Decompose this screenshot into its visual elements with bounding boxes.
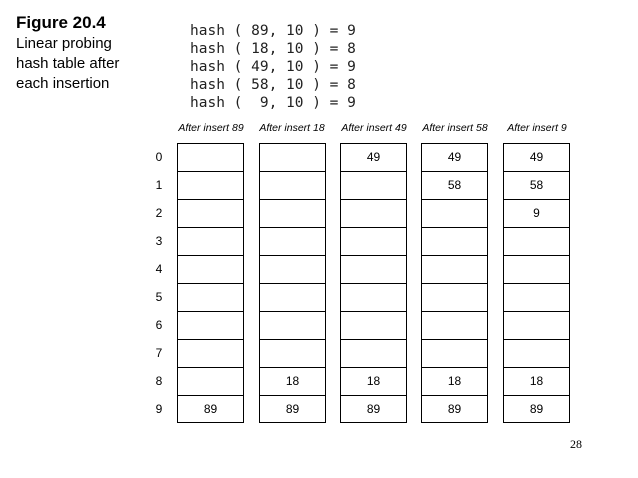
table-header: After insert 49 (341, 122, 407, 134)
table-cell (178, 256, 243, 284)
table-cell (341, 284, 406, 312)
table-cell (504, 228, 569, 256)
hash-table: 49 18 89 (340, 143, 407, 423)
row-index-label: 9 (155, 402, 163, 416)
table-cell: 89 (529, 402, 544, 416)
table-cell (260, 256, 325, 284)
table-cell (504, 256, 569, 284)
table-cell (422, 312, 487, 340)
hash-line: hash ( 18, 10 ) = 8 (190, 41, 356, 57)
hash-line: hash ( 89, 10 ) = 9 (190, 23, 356, 39)
row-index-label: 3 (155, 234, 163, 248)
hash-calculations: hash ( 89, 10 ) = 9 hash ( 18, 10 ) = 8 … (190, 22, 356, 112)
table-cell: 89 (366, 402, 381, 416)
hash-line: hash ( 58, 10 ) = 8 (190, 77, 356, 93)
table-cell: 18 (341, 368, 406, 396)
hash-line: hash ( 9, 10 ) = 9 (190, 95, 356, 111)
table-cell (178, 228, 243, 256)
table-cell: 49 (422, 144, 487, 172)
row-index-label: 1 (155, 178, 163, 192)
table-cell (260, 144, 325, 172)
table-header: After insert 18 (259, 122, 325, 134)
table-cell (260, 340, 325, 368)
table-cell (260, 200, 325, 228)
table-cell (341, 256, 406, 284)
table-cell (260, 172, 325, 200)
table-cell (422, 340, 487, 368)
table-cell (178, 368, 243, 396)
table-cell: 89 (203, 402, 218, 416)
table-cell: 18 (504, 368, 569, 396)
figure-description: Linear probing hash table after each ins… (16, 35, 120, 92)
table-cell (422, 284, 487, 312)
table-cell (341, 340, 406, 368)
table-header: After insert 58 (422, 122, 488, 134)
row-index-label: 0 (155, 150, 163, 164)
table-cell (178, 340, 243, 368)
table-cell (341, 228, 406, 256)
table-cell (178, 284, 243, 312)
table-cell (178, 172, 243, 200)
table-cell (422, 228, 487, 256)
table-header: After insert 9 (507, 122, 567, 134)
figure-title: Figure 20.4 (16, 13, 106, 32)
table-cell (504, 340, 569, 368)
hash-table: 89 (177, 143, 244, 423)
table-cell (341, 200, 406, 228)
table-cell (422, 200, 487, 228)
table-cell: 18 (260, 368, 325, 396)
row-index-label: 5 (155, 290, 163, 304)
table-cell: 18 (422, 368, 487, 396)
row-index-label: 2 (155, 206, 163, 220)
row-index-label: 6 (155, 318, 163, 332)
table-cell (341, 312, 406, 340)
table-cell (504, 284, 569, 312)
table-cell (341, 172, 406, 200)
table-cell (178, 144, 243, 172)
table-header: After insert 89 (178, 122, 244, 134)
table-cell: 89 (285, 402, 300, 416)
hash-line: hash ( 49, 10 ) = 9 (190, 59, 356, 75)
page-number: 28 (570, 437, 582, 451)
table-cell: 58 (504, 172, 569, 200)
table-cell (178, 312, 243, 340)
table-cell (178, 200, 243, 228)
table-cell (260, 284, 325, 312)
row-index-label: 7 (155, 346, 163, 360)
table-cell (260, 228, 325, 256)
table-cell: 89 (447, 402, 462, 416)
table-cell (260, 312, 325, 340)
figure-caption: Figure 20.4 Linear probing hash table af… (16, 12, 146, 94)
table-cell: 58 (422, 172, 487, 200)
table-cell: 49 (504, 144, 569, 172)
table-cell: 49 (341, 144, 406, 172)
table-cell: 9 (504, 200, 569, 228)
table-cell (504, 312, 569, 340)
row-index-label: 4 (155, 262, 163, 276)
row-index-label: 8 (155, 374, 163, 388)
table-cell (422, 256, 487, 284)
